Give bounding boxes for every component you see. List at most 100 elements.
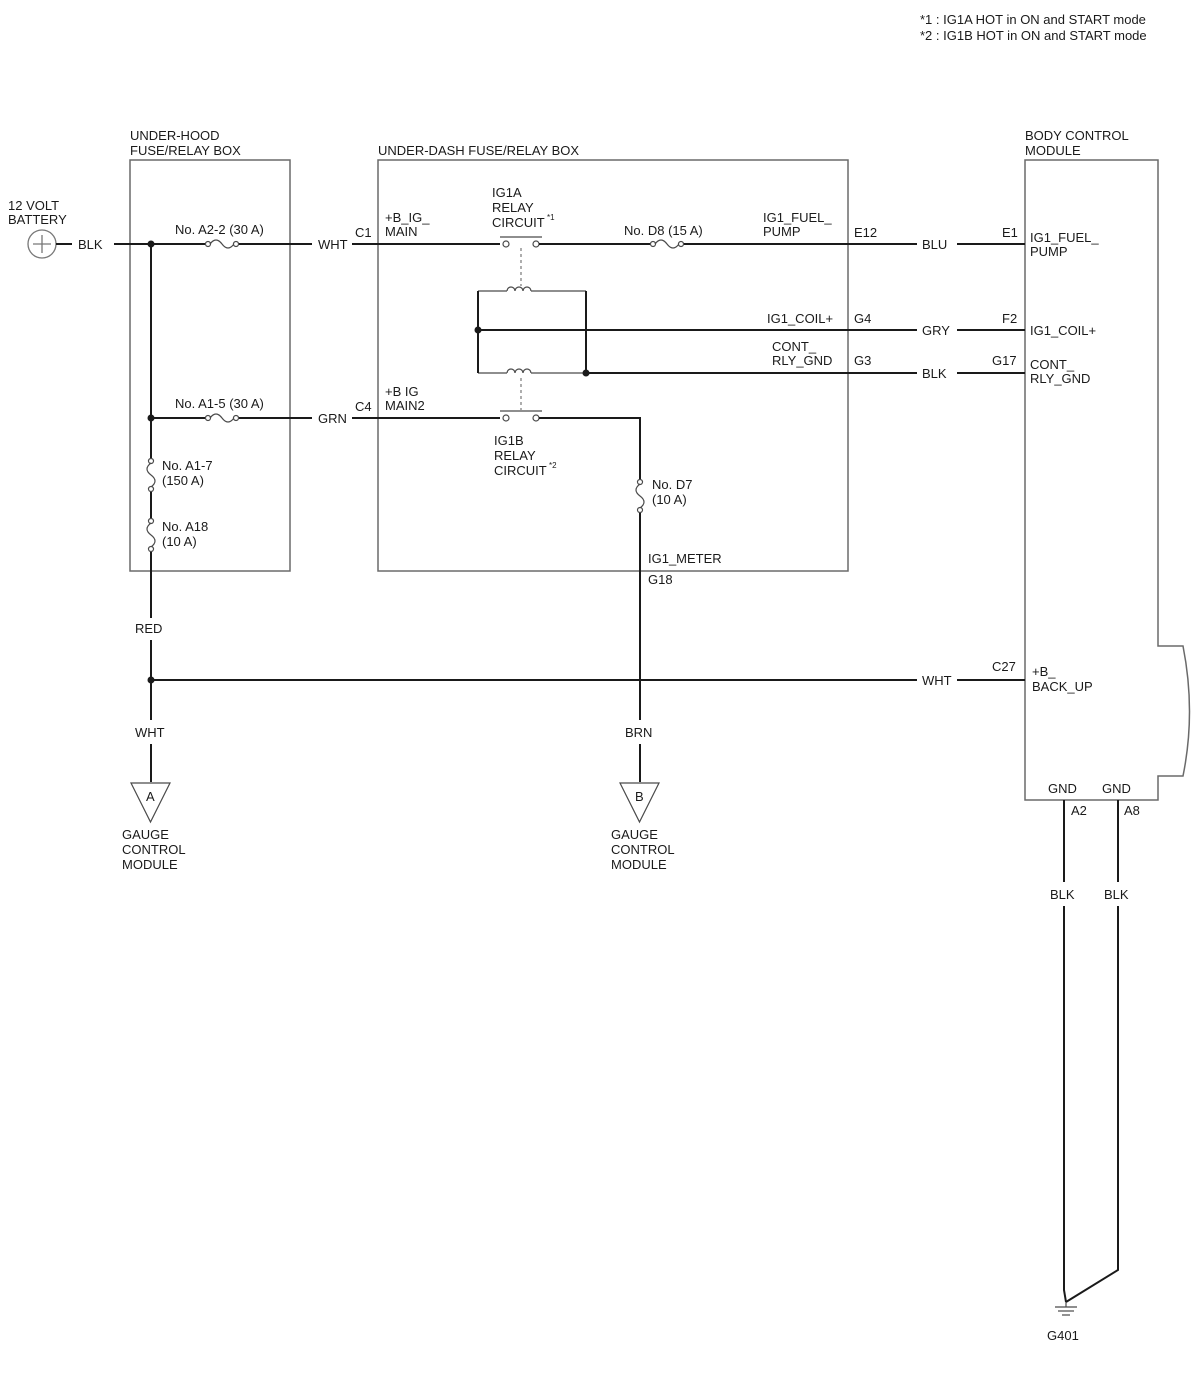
wire-color-red: RED xyxy=(135,621,162,636)
wire-color-gry-f2: GRY xyxy=(922,323,950,338)
ig1a-relay-label-2: RELAY xyxy=(492,200,534,215)
bcm-gnd-label-1: GND xyxy=(1048,781,1077,796)
fuse-a1-5 xyxy=(204,413,240,423)
connector-a-label-1: GAUGE xyxy=(122,827,169,842)
fuse-a18 xyxy=(146,517,156,553)
wire-color-wht-a: WHT xyxy=(135,725,165,740)
ig1-meter-label: IG1_METER xyxy=(648,551,722,566)
pin-g17: G17 xyxy=(992,353,1017,368)
ig1b-relay-label-3: CIRCUIT xyxy=(494,463,547,478)
ig1b-relay-contact xyxy=(500,410,542,422)
battery-wire-color: BLK xyxy=(78,237,103,252)
wire-color-wht-c27: WHT xyxy=(922,673,952,688)
battery-label-1: 12 VOLT xyxy=(8,198,59,213)
pin-a2: A2 xyxy=(1071,803,1087,818)
pin-g3: G3 xyxy=(854,353,871,368)
bcm-title-2: MODULE xyxy=(1025,143,1081,158)
under-dash-title: UNDER-DASH FUSE/RELAY BOX xyxy=(378,143,579,158)
bcm-cont-rly-gnd-label-2: RLY_GND xyxy=(1030,371,1090,386)
connector-b-label-1: GAUGE xyxy=(611,827,658,842)
footnote-1: *1 : IG1A HOT in ON and START mode xyxy=(920,12,1146,27)
battery-label-2: BATTERY xyxy=(8,212,67,227)
bcm-coil-plus-label: IG1_COIL+ xyxy=(1030,323,1096,338)
fuse-d7-label-2: (10 A) xyxy=(652,492,687,507)
bcm-gnd-label-2: GND xyxy=(1102,781,1131,796)
ground-g401-icon xyxy=(1055,1302,1077,1316)
under-hood-fuse-box xyxy=(129,159,291,572)
fuse-a18-label-1: No. A18 xyxy=(162,519,208,534)
bcm-cont-rly-gnd-label-1: CONT_ xyxy=(1030,357,1075,372)
connector-b-label-3: MODULE xyxy=(611,857,667,872)
wire-gnd-a8-lower xyxy=(1065,906,1119,1303)
fuse-a1-7 xyxy=(146,457,156,493)
connector-a-symbol xyxy=(130,782,171,824)
fuse-d7 xyxy=(635,478,645,514)
pin-e1: E1 xyxy=(1002,225,1018,240)
footnote-2: *2 : IG1B HOT in ON and START mode xyxy=(920,28,1147,43)
ig1b-relay-coil xyxy=(478,368,586,374)
wire-color-blk-a2: BLK xyxy=(1050,887,1075,902)
fuse-a18-label-2: (10 A) xyxy=(162,534,197,549)
connector-a-label-2: CONTROL xyxy=(122,842,186,857)
ig1a-relay-label-1: IG1A xyxy=(492,185,522,200)
b-ig-main2-label-2: MAIN2 xyxy=(385,398,425,413)
connector-b-symbol xyxy=(619,782,660,824)
ig1b-relay-label-1: IG1B xyxy=(494,433,524,448)
ig1b-relay-footnote-mark: *2 xyxy=(549,461,557,470)
under-dash-fuse-box xyxy=(377,159,849,572)
fuse-a1-7-label-2: (150 A) xyxy=(162,473,204,488)
ig1-fuel-pump-label-1: IG1_FUEL_ xyxy=(763,210,832,225)
ig1a-relay-coil xyxy=(478,286,586,292)
pin-a8: A8 xyxy=(1124,803,1140,818)
bcm-backup-label-2: BACK_UP xyxy=(1032,679,1093,694)
ig1a-relay-label-3: CIRCUIT xyxy=(492,215,545,230)
pin-g4: G4 xyxy=(854,311,871,326)
bcm-fuel-pump-label-1: IG1_FUEL_ xyxy=(1030,230,1099,245)
wire-color-blu-e1: BLU xyxy=(922,237,947,252)
bcm-fuel-pump-label-2: PUMP xyxy=(1030,244,1068,259)
wire-color-wht-c1: WHT xyxy=(318,237,348,252)
cont-rly-gnd-label-2: RLY_GND xyxy=(772,353,832,368)
body-control-module-box xyxy=(1024,159,1191,801)
fuse-d8-label: No. D8 (15 A) xyxy=(624,223,703,238)
battery-icon xyxy=(27,229,57,259)
b-ig-main-label-2: MAIN xyxy=(385,224,418,239)
under-hood-title-2: FUSE/RELAY BOX xyxy=(130,143,241,158)
connector-a-letter: A xyxy=(146,789,155,804)
ground-g401-label: G401 xyxy=(1047,1328,1079,1343)
ig1a-relay-contact xyxy=(500,236,542,248)
pin-g18: G18 xyxy=(648,572,673,587)
wire-color-brn-b: BRN xyxy=(625,725,652,740)
pin-c4: C4 xyxy=(355,399,372,414)
connector-a-label-3: MODULE xyxy=(122,857,178,872)
under-hood-title-1: UNDER-HOOD xyxy=(130,128,220,143)
ig1-fuel-pump-label-2: PUMP xyxy=(763,224,801,239)
wire-relay-d7 xyxy=(539,417,641,480)
pin-f2: F2 xyxy=(1002,311,1017,326)
fuse-a1-7-label-1: No. A1-7 xyxy=(162,458,213,473)
fuse-a2-2-label: No. A2-2 (30 A) xyxy=(175,222,264,237)
pin-c1: C1 xyxy=(355,225,372,240)
connector-b-label-2: CONTROL xyxy=(611,842,675,857)
b-ig-main2-label-1: +B IG xyxy=(385,384,419,399)
ig1a-relay-footnote-mark: *1 xyxy=(547,213,555,222)
wire-color-blk-a8: BLK xyxy=(1104,887,1129,902)
fuse-d7-label-1: No. D7 xyxy=(652,477,692,492)
fuse-a2-2 xyxy=(204,239,240,249)
fuse-a1-5-label: No. A1-5 (30 A) xyxy=(175,396,264,411)
fuse-d8 xyxy=(649,239,685,249)
wire-color-grn-c4: GRN xyxy=(318,411,347,426)
bcm-backup-label-1: +B_ xyxy=(1032,664,1056,679)
b-ig-main-label-1: +B_IG_ xyxy=(385,210,430,225)
pin-c27: C27 xyxy=(992,659,1016,674)
junction-battery xyxy=(147,240,155,248)
bcm-title-1: BODY CONTROL xyxy=(1025,128,1129,143)
wire-gnd-a2-lower xyxy=(1063,906,1067,1303)
cont-rly-gnd-label-1: CONT_ xyxy=(772,339,817,354)
ig1-coil-plus-label: IG1_COIL+ xyxy=(767,311,833,326)
ig1b-relay-label-2: RELAY xyxy=(494,448,536,463)
pin-e12: E12 xyxy=(854,225,877,240)
wire-color-blk-g17: BLK xyxy=(922,366,947,381)
connector-b-letter: B xyxy=(635,789,644,804)
